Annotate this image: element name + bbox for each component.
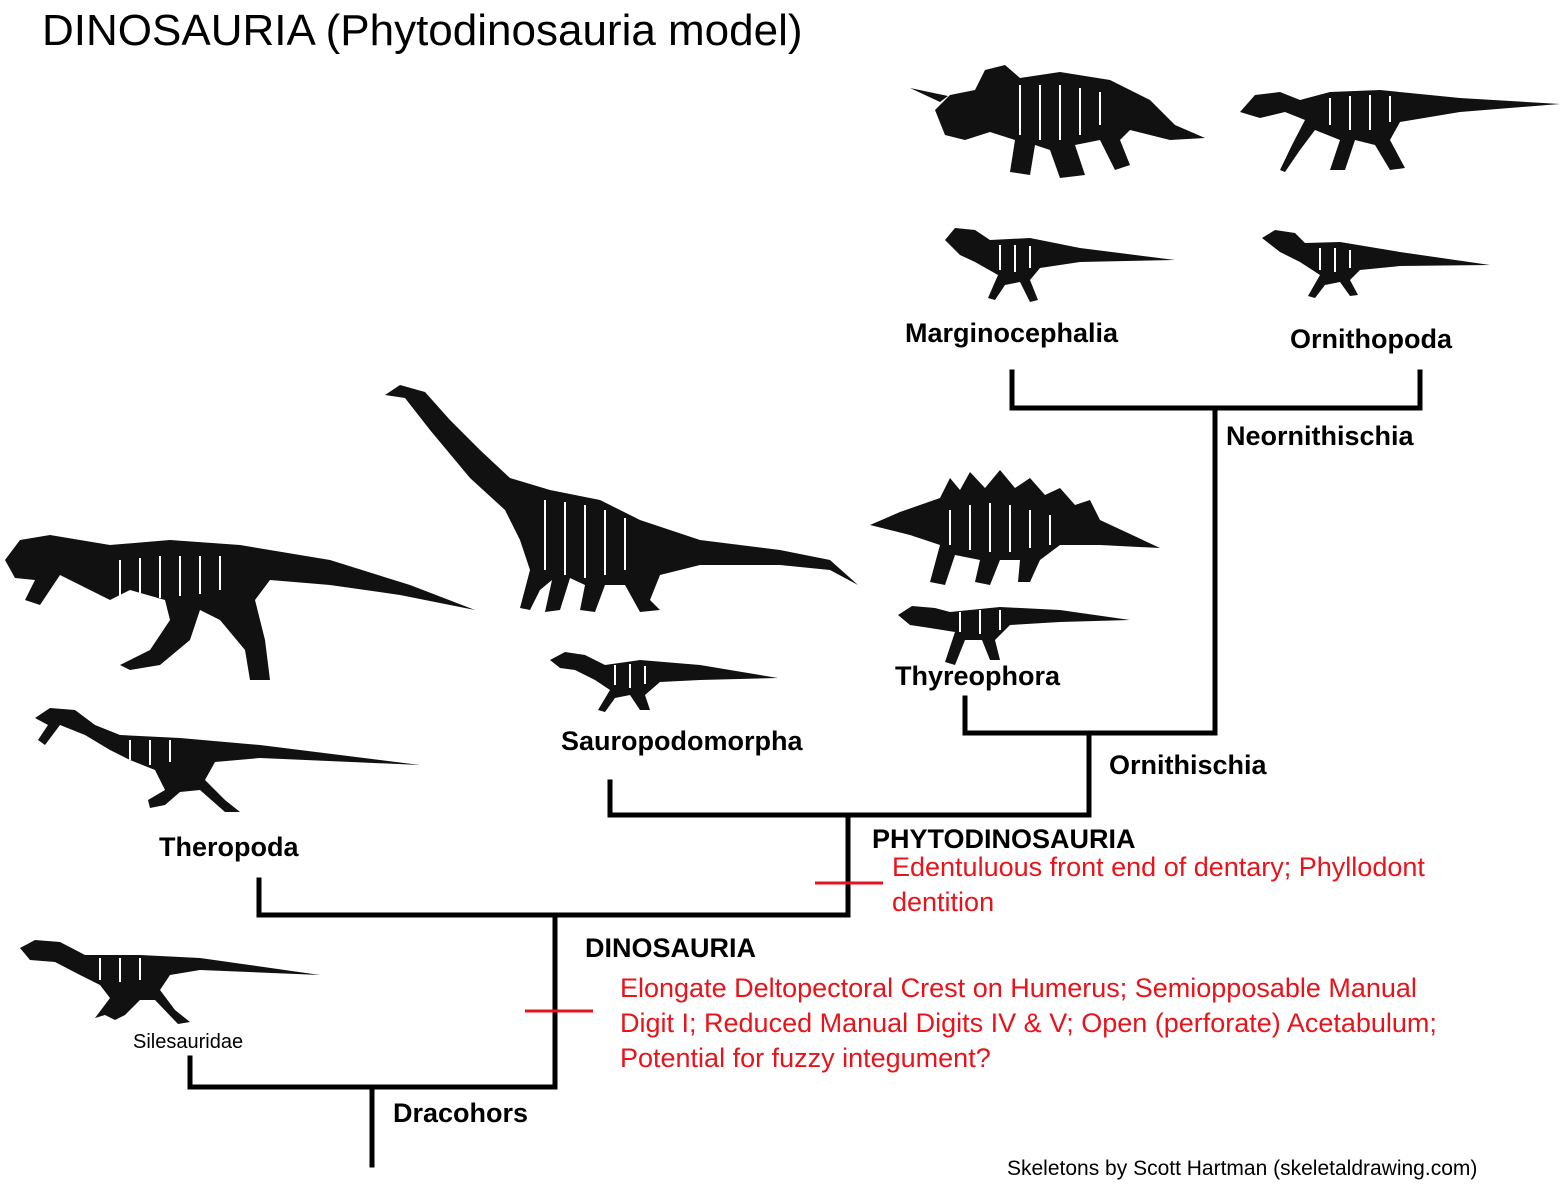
tree-branches (187, 369, 1423, 1168)
sauropod-skeleton-icon (385, 385, 858, 612)
label-sauropodomorpha: Sauropodomorpha (561, 726, 803, 756)
basal-sauropodomorph-skeleton-icon (550, 652, 778, 712)
label-silesauridae: Silesauridae (133, 1031, 244, 1053)
label-phytodinosauria: PHYTODINOSAURIA (872, 824, 1136, 854)
synapomorphy-phytodinosauria: Edentuluous front end of dentary; Phyllo… (892, 852, 1425, 917)
small-marginocephalian-skeleton-icon (945, 228, 1175, 302)
label-theropoda: Theropoda (159, 832, 299, 862)
label-dracohors: Dracohors (393, 1098, 529, 1128)
diagram-title: DINOSAURIA (Phytodinosauria model) (42, 6, 803, 55)
synapomorphy-dinosauria: Elongate Deltopectoral Crest on Humerus;… (620, 973, 1437, 1073)
stegosaurus-skeleton-icon (870, 470, 1160, 585)
hadrosaur-skeleton-icon (1240, 90, 1560, 172)
image-credit: Skeletons by Scott Hartman (skeletaldraw… (1007, 1157, 1478, 1180)
label-ornithopoda: Ornithopoda (1290, 324, 1452, 354)
small-thyreophoran-skeleton-icon (898, 606, 1130, 665)
silesaurid-skeleton-icon (20, 940, 320, 1024)
small-ornithopod-skeleton-icon (1262, 230, 1490, 298)
small-theropod-skeleton-icon (35, 708, 420, 812)
tyrannosaur-skeleton-icon (5, 535, 475, 680)
label-neornithischia: Neornithischia (1226, 421, 1414, 451)
label-thyreophora: Thyreophora (895, 661, 1061, 691)
label-dinosauria: DINOSAURIA (585, 933, 757, 963)
triceratops-skeleton-icon (910, 65, 1205, 178)
label-marginocephalia: Marginocephalia (905, 318, 1119, 348)
label-ornithischia: Ornithischia (1109, 750, 1267, 780)
